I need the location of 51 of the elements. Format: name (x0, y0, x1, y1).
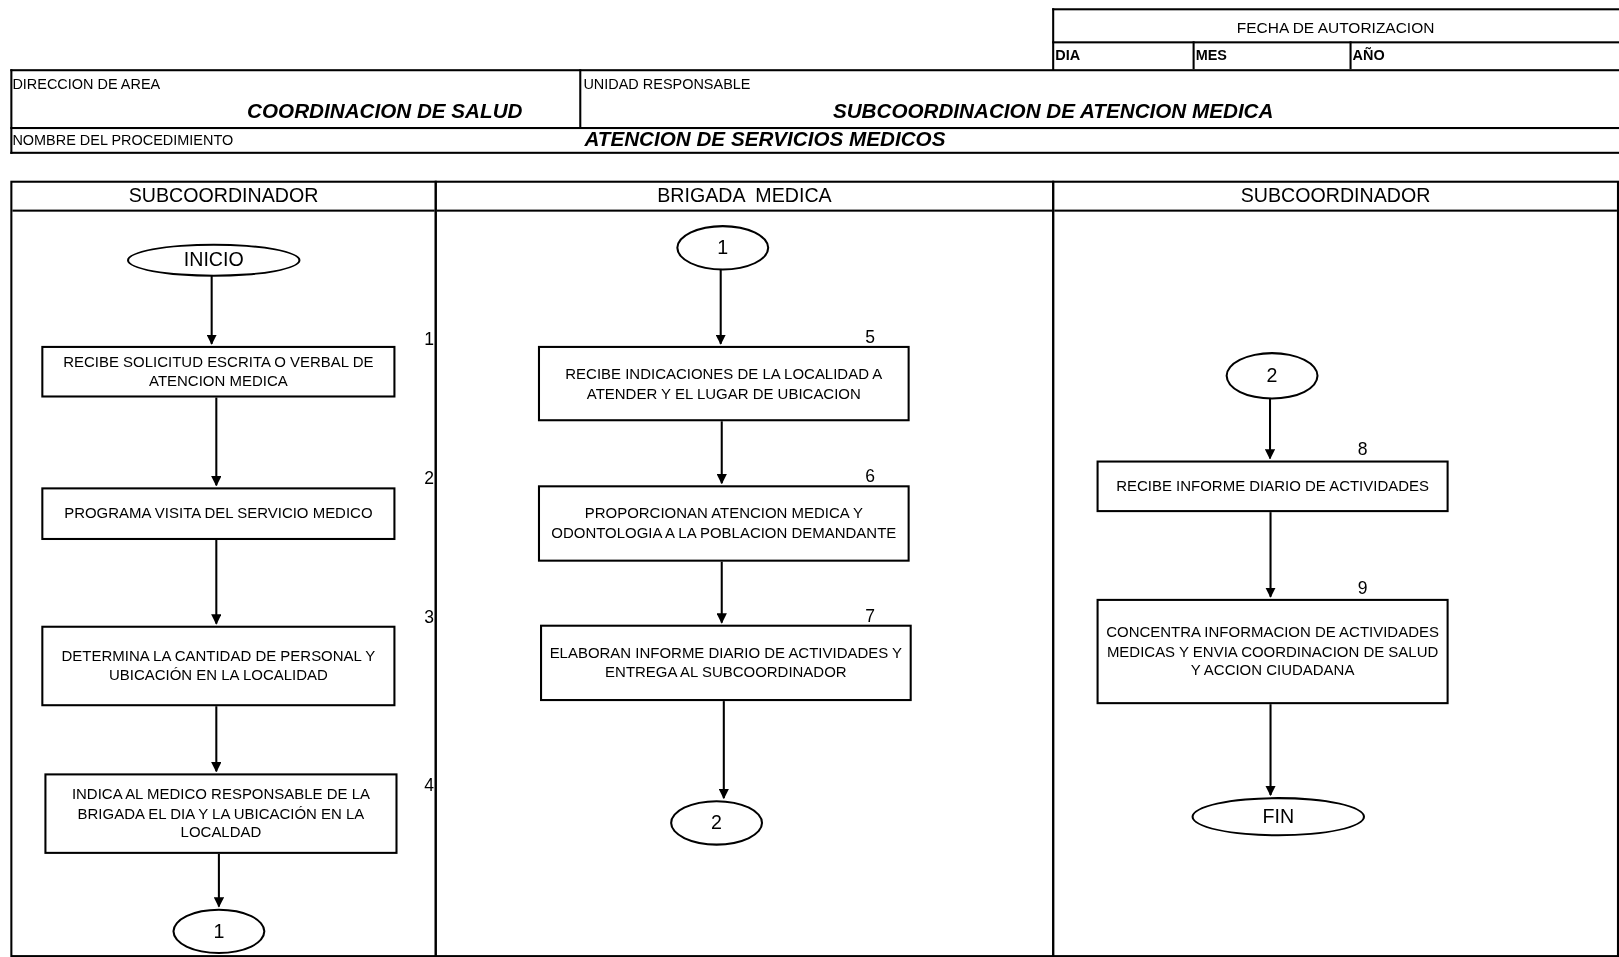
step-number: 6 (865, 467, 876, 486)
step-text: ELABORAN INFORME DIARIO DE ACTIVIDADES Y ENTREGA AL SUBCOORDINADOR (548, 643, 904, 683)
swimlane (10, 180, 437, 957)
arrow (718, 699, 729, 800)
step-text: RECIBE SOLICITUD ESCRITA O VERBAL DE ATENCION MEDICA (62, 352, 375, 392)
step-number: 5 (865, 328, 876, 346)
form-field-label: NOMBRE DEL PROCEDIMIENTO (12, 132, 234, 147)
form-field-value: ATENCION DE SERVICIOS MEDICOS (584, 128, 946, 149)
form-field-value: SUBCOORDINACION DE ATENCION MEDICA (831, 100, 1275, 121)
connector-number: 2 (711, 811, 723, 835)
arrow (211, 395, 222, 487)
arrow (213, 851, 225, 908)
form-field-label: DIA (1055, 47, 1081, 62)
arrow (1265, 510, 1276, 598)
step-number: 7 (865, 607, 876, 625)
form-field-label: AÑO (1352, 47, 1385, 62)
step-text: INDICA AL MEDICO RESPONSABLE DE LA BRIGADA EL DIA Y LA UBICACIÓN EN LA LOCALDAD (70, 784, 372, 843)
form-field-value: COORDINACION DE SALUD (246, 100, 523, 121)
step-number: 9 (1357, 579, 1368, 597)
terminator-text: FIN (1262, 805, 1295, 829)
form-field-label: MES (1195, 47, 1227, 62)
arrow (211, 704, 222, 773)
step-text: PROPORCIONAN ATENCION MEDICA Y ODONTOLOGIA A LA POBLACION DEMANDANTE (550, 504, 898, 543)
form-field-label: DIRECCION DE AREA (12, 76, 161, 91)
step-number: 1 (424, 330, 435, 348)
arrow (1264, 397, 1276, 460)
connector-number: 1 (717, 236, 729, 260)
lane-header: SUBCOORDINADOR (1240, 184, 1431, 208)
arrow (716, 559, 727, 624)
arrow (1265, 702, 1276, 797)
step-number: 8 (1357, 440, 1368, 459)
step-text: DETERMINA LA CANTIDAD DE PERSONAL Y UBICACIÓN EN LA LOCALIDAD (60, 646, 377, 686)
step-number: 4 (424, 776, 435, 794)
lane-header: SUBCOORDINADOR (128, 184, 319, 208)
terminator-text: INICIO (183, 248, 244, 272)
lane-header: BRIGADA MEDICA (657, 184, 832, 208)
swimlane (1052, 180, 1619, 957)
arrow (716, 419, 727, 485)
form-field-label: UNIDAD RESPONSABLE (583, 76, 751, 91)
arrow (715, 268, 726, 345)
connector-number: 2 (1266, 364, 1278, 388)
connector-number: 1 (213, 920, 225, 943)
step-text: RECIBE INDICACIONES DE LA LOCALIDAD A ATENDER Y EL LUGAR DE UBICACION (564, 364, 884, 404)
step-number: 2 (424, 469, 435, 488)
swimlane (434, 180, 1055, 957)
step-text: RECIBE INFORME DIARIO DE ACTIVIDADES (1116, 476, 1429, 497)
step-text: CONCENTRA INFORMACION DE ACTIVIDADES MEDICAS Y ENVIA COORDINACION DE SALUD Y ACCION CIUDADANA (1105, 622, 1440, 681)
form-field-label: FECHA DE AUTORIZACION (1235, 19, 1436, 36)
step-number: 3 (424, 608, 435, 626)
arrow (206, 274, 217, 345)
step-text: PROGRAMA VISITA DEL SERVICIO MEDICO (64, 504, 373, 524)
